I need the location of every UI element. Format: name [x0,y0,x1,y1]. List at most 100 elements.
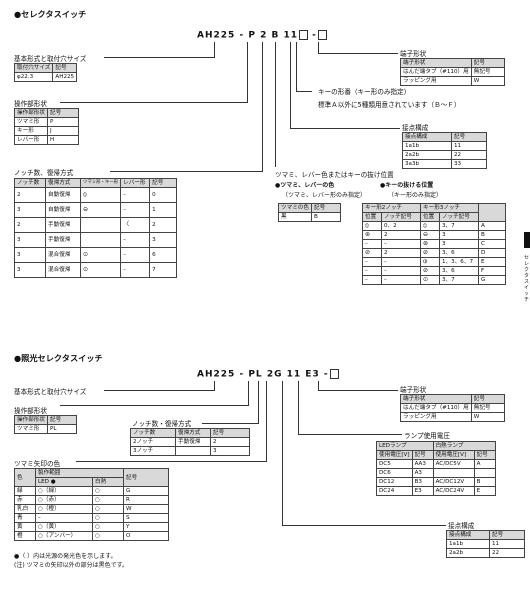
op-label-2: 操作部形状 [14,407,47,415]
cell: 3、6 [439,266,479,276]
cell: 乳白 [14,504,36,514]
cell: 接点構成 [446,530,490,540]
cell: AH225 [52,72,78,82]
cell: はんだ端タブ（#110）用 [400,403,472,413]
cell: Y [123,522,169,532]
key-pos-icon: ⦸ [420,221,440,231]
cell: W [123,504,169,514]
lever-symbol: 〈 [120,217,151,233]
cell: 混合復帰 [45,247,81,263]
cell: 22 [451,150,487,160]
cell: C [478,239,506,249]
code-terminal-box [329,369,339,379]
cell: – [120,262,151,278]
model-code-1: AH225 - P 2 B 11 - [197,30,327,41]
cell: – [362,266,382,276]
cell: 黒 [278,212,312,222]
cell: – [362,257,382,267]
lamp-label: ランプ使用電圧 [404,432,450,440]
cell: G [478,275,506,285]
cell: F [478,266,506,276]
cell: ○（アンバー） [35,531,93,541]
cell: ノッチ数 [14,178,46,188]
cell: W [470,412,505,422]
cell: ノッチ記号 [439,212,479,222]
knob-symbol: ⊙ [79,262,122,278]
cell: 使用電圧[V] [432,450,475,460]
code-contact: 11 [286,369,302,380]
cell: 3、7 [439,221,479,231]
code-dash: - [239,30,245,41]
cell: 記号 [470,394,505,404]
code-notch: 2 [260,30,268,41]
cell: 記号 [411,450,434,460]
cell: 無記号 [470,403,505,413]
code-base: AH225 [197,369,236,380]
cell: AC/DC5V [432,459,475,469]
cell: – [381,275,421,285]
cell: 取付穴サイズ [13,63,54,73]
cell: 3ノッチ [130,446,176,456]
code-base: AH225 [197,30,236,41]
cell: 手動復帰 [45,232,81,248]
cell: 復帰方式 [45,178,81,188]
cell: 白熱 [92,477,124,487]
cell: 橙 [14,531,36,541]
cell: 操作部形状 [14,415,48,425]
cell: AC/DC12V [432,477,475,487]
code-key-box [299,30,309,40]
cell: 自動復帰 [45,202,81,218]
cell: レバー形 [14,135,48,145]
cell: 位置 [362,212,382,222]
key-note: 標準Ａ以外に5種類用意されています（Ｂ～Ｆ） [318,101,461,109]
cell: 記号 [46,415,77,425]
cell: – [381,266,421,276]
code-lamp: E [305,369,313,380]
cell: 1a1b [402,141,452,151]
cell: – [120,187,151,203]
cell: 手動復帰 [45,217,81,233]
key-pos-icon: ⦶ [420,257,440,267]
cell: ○ [92,513,124,523]
base-label-2: 基本形式と取付穴サイズ [14,388,87,396]
knob-symbol: ⦸ [79,187,122,203]
key-pos-icon: ⊛ [420,239,440,249]
code-color: B [271,30,280,41]
cell: 3 [14,202,46,218]
note-1: ●（ ）内は光源の発光色を示します。 [14,553,117,560]
cell [432,468,475,478]
cell: はんだ端タブ（#110）用 [400,67,472,77]
cell: PL [46,424,77,434]
cell: DC24 [376,486,413,496]
cell: ○ [92,504,124,514]
key-pos-icon: ⊖ [420,230,440,240]
section2-title: ●照光セレクタスイッチ [14,353,103,363]
cell: 復帰方式 [175,428,211,438]
notch-label: ノッチ数、復帰方式 [14,169,74,177]
cell: 3 [439,239,479,249]
cell: 2 [149,217,178,233]
cell: 色 [14,468,36,487]
contact-label-2: 接点構成 [448,522,475,530]
cell: 1 [149,202,178,218]
key-pos-icon: ⊛ [362,230,382,240]
cell: ○ [92,522,124,532]
cell: J [46,126,79,136]
code-contact: 11 [283,30,299,41]
cell: 11 [451,141,487,151]
arrow-label: ツマミ矢印の色 [14,460,61,468]
cell: 製作範囲 [35,468,124,478]
cell: 黄 [14,522,36,532]
cell: 混合復帰 [45,262,81,278]
cell: φ22.3 [13,72,54,82]
cell: 0 [149,187,178,203]
cell [473,468,496,478]
cell: – [120,202,151,218]
cell: ノッチ記号 [381,212,421,222]
cell: 緑 [14,486,36,496]
knob-symbol [79,217,122,233]
